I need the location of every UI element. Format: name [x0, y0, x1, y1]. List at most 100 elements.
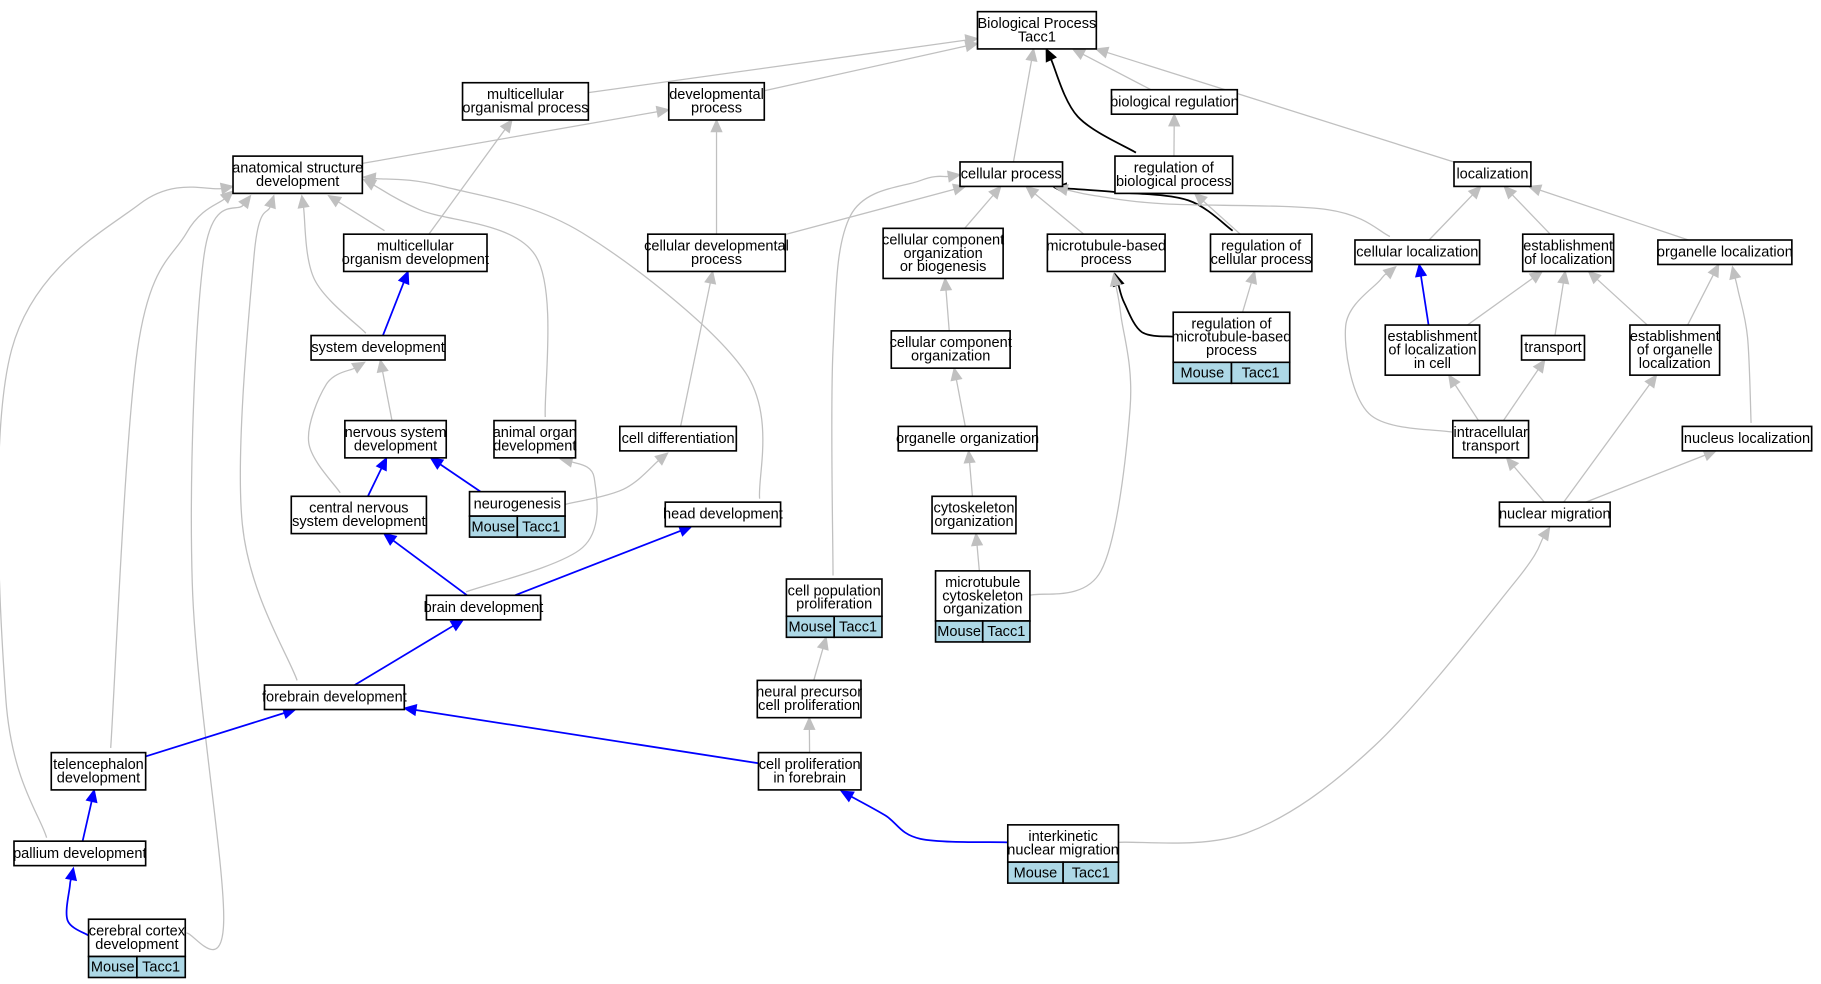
edge-line — [1428, 194, 1474, 241]
term-label: cellular process — [961, 167, 1062, 183]
term-box — [232, 155, 364, 195]
edge — [970, 532, 984, 571]
edge-line — [367, 467, 383, 497]
edge — [1045, 47, 1137, 154]
edge-line — [1585, 454, 1706, 503]
go-term-node-oo[interactable]: organelle organization — [896, 425, 1039, 452]
go-term-node-loc[interactable]: localization — [1453, 161, 1532, 188]
go-term-node-cd[interactable]: cell differentiation — [619, 425, 738, 452]
edge — [1168, 112, 1181, 157]
term-label: nuclear migration — [1007, 843, 1119, 859]
edge-arrowhead — [655, 105, 671, 118]
term-label: or biogenesis — [900, 259, 987, 275]
term-label: nucleus localization — [1684, 431, 1810, 447]
go-term-node-pd[interactable]: pallium development — [13, 840, 147, 867]
term-label: pallium development — [13, 846, 146, 862]
term-box — [757, 751, 862, 791]
species-label: Mouse — [788, 619, 832, 635]
term-box — [646, 233, 787, 273]
edge-line — [1687, 274, 1714, 326]
go-term-node-nl[interactable]: nucleus localization — [1681, 425, 1813, 452]
go-term-node-nm[interactable]: nuclear migration — [1498, 501, 1611, 528]
term-box — [425, 594, 542, 621]
go-term-node-sd[interactable]: system development — [310, 334, 446, 361]
edge — [1563, 373, 1658, 503]
go-term-node-br[interactable]: biological regulation — [1110, 88, 1239, 115]
go-term-node-fd[interactable]: forebrain development — [262, 684, 407, 711]
edge-arrowhead — [1025, 47, 1038, 63]
edge-line — [392, 539, 468, 597]
edge-line — [1118, 537, 1544, 844]
go-term-node-rmbp[interactable]: regulation ofmicrotubule-basedprocessMou… — [1172, 311, 1292, 385]
term-label: process — [691, 252, 742, 268]
go-term-node-cl[interactable]: cellular localization — [1354, 239, 1481, 266]
edge-arrowhead — [947, 170, 962, 183]
edge — [362, 172, 764, 499]
edge-arrowhead — [963, 449, 976, 464]
edge — [465, 455, 598, 593]
edge-arrowhead — [803, 716, 816, 730]
term-label: establishment — [1630, 329, 1720, 345]
edge — [145, 707, 297, 758]
go-term-node-ol[interactable]: organelle localization — [1657, 239, 1793, 266]
edge-line — [955, 379, 966, 427]
edge-arrowhead — [219, 190, 235, 204]
edge — [964, 185, 1002, 229]
edge — [710, 118, 723, 235]
go-term-node-cp[interactable]: cellular process — [959, 161, 1064, 188]
term-label: nervous system — [345, 425, 447, 441]
edge-arrowhead — [950, 366, 963, 382]
term-label: development — [95, 937, 178, 953]
edge-line — [764, 45, 967, 92]
go-term-node-tr[interactable]: transport — [1520, 334, 1586, 361]
edge-arrowhead — [1503, 185, 1518, 200]
go-term-node-bd[interactable]: brain development — [424, 594, 544, 621]
edge-line — [1034, 193, 1085, 235]
term-label: microtubule-based — [1172, 330, 1292, 346]
term-label: regulation of — [1191, 316, 1272, 332]
term-label: of localization — [1524, 252, 1612, 268]
edge-line — [1082, 53, 1152, 91]
term-label: Biological Process — [977, 16, 1096, 32]
term-box — [1006, 824, 1120, 863]
go-term-node-mco[interactable]: microtubulecytoskeletonorganizationMouse… — [934, 570, 1031, 643]
edge-line — [1241, 282, 1252, 313]
term-box — [934, 570, 1031, 622]
edge-line — [968, 462, 974, 497]
edge-arrowhead — [402, 703, 418, 717]
edge-line — [373, 184, 549, 418]
edge-line — [1066, 189, 1391, 238]
edge-arrowhead — [375, 456, 388, 472]
edge — [1467, 270, 1544, 326]
go-term-node-hd[interactable]: head development — [663, 501, 783, 528]
term-label: organization — [903, 246, 982, 262]
term-box — [1498, 501, 1611, 528]
